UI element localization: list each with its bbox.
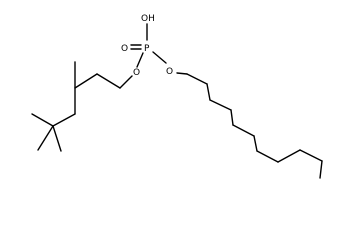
chemical-structure: OH P O O O — [31, 14, 323, 179]
decyl-chain — [176, 72, 323, 179]
bond-c5-methyl-left — [37, 125, 54, 151]
bond-c5-methyl-down — [52, 125, 62, 152]
bond-c2-c3 — [74, 73, 98, 89]
bond-oleft-c1 — [119, 75, 133, 89]
bond-decyl-1 — [186, 73, 208, 85]
oxo-oxygen-label: O — [121, 44, 128, 54]
bond-decyl-4 — [230, 109, 234, 126]
bond-decyl-9 — [299, 149, 323, 162]
bond-p-oright — [152, 51, 167, 64]
bond-decyl-3 — [209, 99, 232, 111]
ester-oxygen-right-label: O — [166, 67, 173, 77]
trimethylhexyl-chain — [31, 61, 133, 152]
bond-decyl-2 — [206, 83, 211, 101]
bond-decyl-5 — [232, 124, 255, 137]
hydroxyl-label: OH — [141, 14, 155, 24]
phosphorus-label: P — [144, 44, 150, 54]
bond-c4-c5 — [52, 113, 76, 127]
atom-labels: OH P O O O — [121, 14, 173, 78]
bond-oright-c1 — [176, 72, 188, 75]
bond-decyl-8 — [277, 149, 301, 163]
ester-oxygen-left-label: O — [133, 68, 140, 78]
bond-c5-methyl-up — [31, 113, 54, 127]
bond-decyl-6 — [253, 135, 258, 152]
bond-p-oleft — [136, 52, 144, 68]
bond-decyl-10 — [319, 160, 323, 179]
bond-decyl-7 — [256, 150, 279, 163]
phosphate-bonds — [130, 23, 167, 68]
bond-c1-c2 — [96, 73, 121, 89]
